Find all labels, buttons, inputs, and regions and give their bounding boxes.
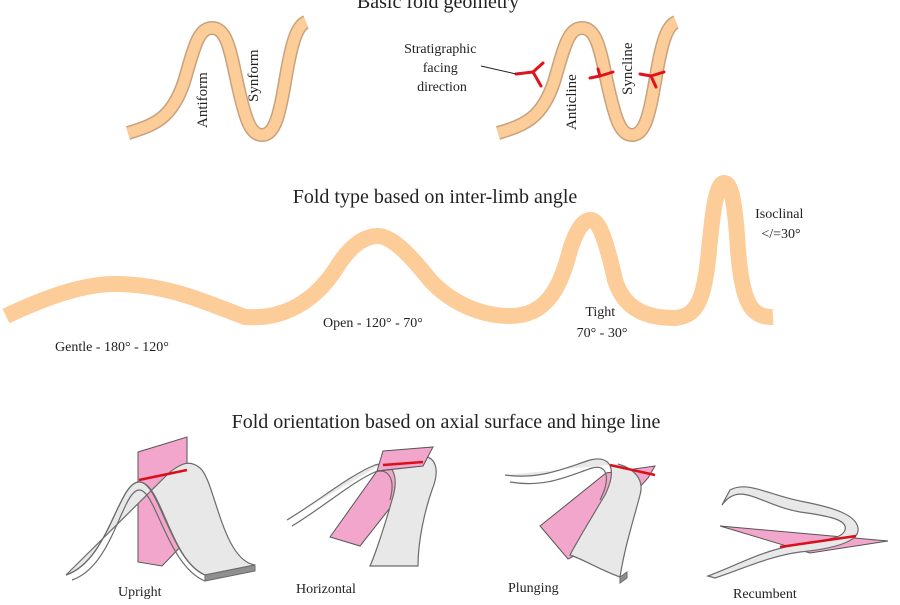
plunging-fold — [504, 458, 656, 584]
fold-type-layer — [2, 175, 774, 326]
recumbent-fold — [706, 486, 889, 579]
upright-fold — [65, 436, 256, 582]
facing-label: Stratigraphic facing direction — [404, 42, 480, 95]
facing-direction-symbols — [514, 61, 666, 89]
anticline-syncline-fold — [496, 15, 680, 143]
gentle-label: Gentle - 180° - 120° — [55, 340, 169, 355]
axial-plane — [719, 525, 889, 554]
folded-layer — [126, 16, 309, 141]
syncline-label: Syncline — [620, 42, 636, 95]
horizontal-label: Horizontal — [296, 582, 356, 597]
synform-label: Synform — [246, 49, 262, 102]
facing-leader-line — [480, 65, 517, 75]
facing-symbol — [588, 67, 615, 80]
fold-sheet — [504, 458, 642, 578]
horizontal-fold — [286, 446, 437, 567]
upright-label: Upright — [118, 585, 162, 600]
antiform-label: Antiform — [195, 72, 211, 128]
facing-symbol — [514, 61, 545, 88]
section1-title: Basic fold geometry — [357, 0, 519, 13]
section3-title: Fold orientation based on axial surface … — [232, 411, 661, 433]
antiform-synform-fold — [126, 15, 310, 143]
recumbent-label: Recumbent — [733, 587, 797, 600]
section2-title: Fold type based on inter-limb angle — [293, 186, 578, 208]
tight-label: Tight 70° - 30° — [577, 305, 628, 341]
hinge-line — [779, 534, 857, 549]
hinge-line — [138, 468, 188, 482]
fold-sheet — [706, 486, 859, 579]
plunging-label: Plunging — [508, 581, 559, 596]
open-label: Open - 120° - 70° — [323, 316, 423, 331]
isoclinal-label: Isoclinal </=30° — [755, 207, 807, 242]
hinge-line — [609, 463, 656, 477]
anticline-label: Anticline — [564, 74, 580, 130]
facing-symbol — [638, 70, 666, 89]
hinge-line — [382, 460, 424, 467]
